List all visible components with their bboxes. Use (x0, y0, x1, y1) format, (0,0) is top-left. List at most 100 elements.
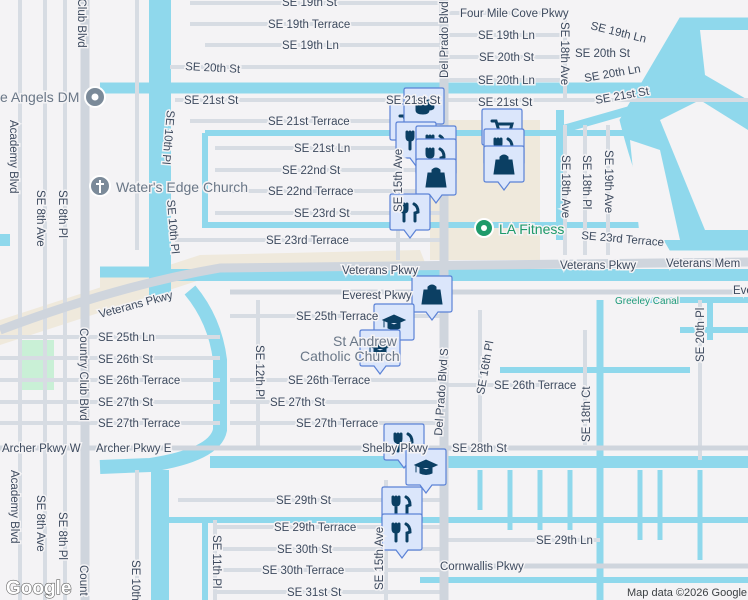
map-marker-coffee[interactable] (403, 87, 445, 133)
street-label: Country Club Blvd (77, 328, 89, 421)
veterans-pkwy-road (0, 257, 748, 335)
map-marker-shopping-bag[interactable] (411, 275, 453, 321)
street-label: SE 8th Ave (34, 495, 46, 552)
street-label: SE 18th Ave (558, 22, 570, 85)
street-label: SE 30th Terrace (262, 565, 344, 577)
street-label: Cornwallis Pkwy (440, 561, 524, 573)
poi-st-andrew-church[interactable]: St Andrew Catholic Church (299, 332, 402, 366)
street-label: SE 25th Ln (98, 332, 155, 344)
street-label: SE 23rd St (294, 208, 350, 220)
street-label: Four Mile Cove Pkwy (460, 8, 569, 20)
street-label: SE 8th Pl (56, 190, 68, 238)
street-label: Archer Pkwy W (2, 443, 81, 455)
street-label: SE 27th Terrace (296, 418, 378, 430)
restaurant-icon (399, 202, 420, 223)
street-label: SE 19th Ln (282, 40, 339, 52)
school-icon (367, 340, 393, 356)
street-label: Shelby Pkwy (362, 443, 428, 455)
poi-label: Catholic Church (300, 348, 400, 364)
street-label: SE 18th Ave (559, 155, 571, 218)
coffee-icon (415, 99, 435, 115)
street-label: Everest Pkwy (342, 290, 412, 302)
street-label: SE 21st St (478, 97, 533, 109)
street-label: SE 31st St (287, 587, 342, 599)
street-label: SE 18th Ct (581, 386, 593, 442)
street-label: Veterans Pkwy (560, 260, 636, 272)
street-label: SE 21st St (386, 95, 441, 107)
restaurant-icon (391, 495, 412, 516)
street-label: SE 22nd St (282, 165, 341, 177)
street-label: SE 27th Terrace (98, 418, 180, 430)
map-marker-school[interactable] (405, 448, 447, 494)
shopping-bag-icon (425, 167, 447, 188)
school-icon (413, 459, 439, 475)
shopping-bag-icon (421, 284, 443, 305)
map-marker-restaurant[interactable] (381, 513, 423, 559)
street-label: SE 21st Ln (294, 143, 350, 155)
street-label: Country Club Blvd (75, 0, 87, 48)
street-label: SE 8th Pl (56, 512, 68, 560)
park-area (22, 340, 54, 390)
street-label: SE 15th Ave (393, 149, 405, 212)
attribution-bg (622, 584, 748, 600)
street-label: SE 20th Ln (478, 75, 535, 87)
street-label: SE 15th Ave (374, 527, 386, 590)
street-label: SE 23rd Terrace (266, 235, 349, 247)
restaurant-icon (425, 147, 446, 168)
street-label: SE 21st St (184, 95, 239, 107)
poi-label: St Andrew (333, 333, 398, 349)
street-label: SE 20th Pl (695, 308, 707, 362)
bay-islands (630, 30, 748, 240)
street-label: SE 29th Ln (536, 535, 593, 547)
google-logo: Google (6, 578, 71, 599)
poi-label: Water's Edge Church (116, 179, 248, 195)
poi-angels-dm[interactable]: e Angels DM (0, 86, 106, 108)
street-label: SE 25th Terrace (296, 311, 378, 323)
street-label: Eve (733, 285, 748, 297)
canal-label: Greeley Canal (615, 296, 679, 307)
map-marker-school[interactable] (359, 329, 401, 375)
street-label: SE 18th Pl (580, 155, 592, 209)
poi-waters-edge-church[interactable]: Water's Edge Church (89, 175, 250, 197)
restaurant-icon (393, 432, 414, 453)
street-label: SE 19th Ln (478, 30, 535, 42)
map-marker-restaurant[interactable] (389, 193, 431, 239)
street-label: SE 20th St (185, 61, 241, 76)
street-label: Academy Blvd (7, 120, 19, 194)
street-label: SE 21st Terrace (268, 116, 350, 128)
markers-layer (359, 87, 525, 559)
street-label: SE 12th Pl (253, 345, 265, 399)
street-label: SE 8th Ave (34, 190, 46, 247)
restaurant-icon (391, 522, 412, 543)
street-label: SE 11th Pl (210, 535, 222, 589)
map-marker-shopping-bag[interactable] (483, 145, 525, 191)
street-label: SE 19th St (282, 0, 338, 9)
street-label: SE 19th Terrace (268, 19, 350, 31)
street-label: SE 26th Terrace (494, 380, 576, 392)
street-label: SE 20th St (575, 48, 631, 60)
restaurant-icon (405, 130, 426, 151)
street-label: SE 20th St (479, 52, 535, 64)
street-label: SE 30th St (277, 544, 333, 556)
street-label: SE 27th St (270, 397, 326, 409)
map-marker-shopping-bag[interactable] (415, 158, 457, 204)
street-label: SE 29th St (276, 495, 332, 507)
street-label: SE 29th Terrace (274, 522, 356, 534)
street-label: Archer Pkwy E (96, 443, 172, 455)
street-label: SE 10th (129, 560, 141, 600)
shopping-bag-icon (493, 154, 515, 175)
poi-la-fitness[interactable]: LA Fitness (474, 218, 566, 239)
street-label: Veterans Mem (666, 258, 740, 270)
street-label: Count (77, 565, 89, 596)
map-attribution[interactable]: Map data ©2026 Google (627, 587, 747, 599)
street-label: SE 22nd Terrace (268, 186, 353, 198)
street-label: SE 26th St (98, 354, 154, 366)
street-label: Del Prado Blvd (439, 1, 451, 78)
street-label: SE 26th Terrace (98, 375, 180, 387)
street-label: Veterans Pkwy (342, 265, 418, 277)
street-label: Academy Blvd (8, 470, 20, 544)
poi-label: LA Fitness (499, 221, 564, 237)
